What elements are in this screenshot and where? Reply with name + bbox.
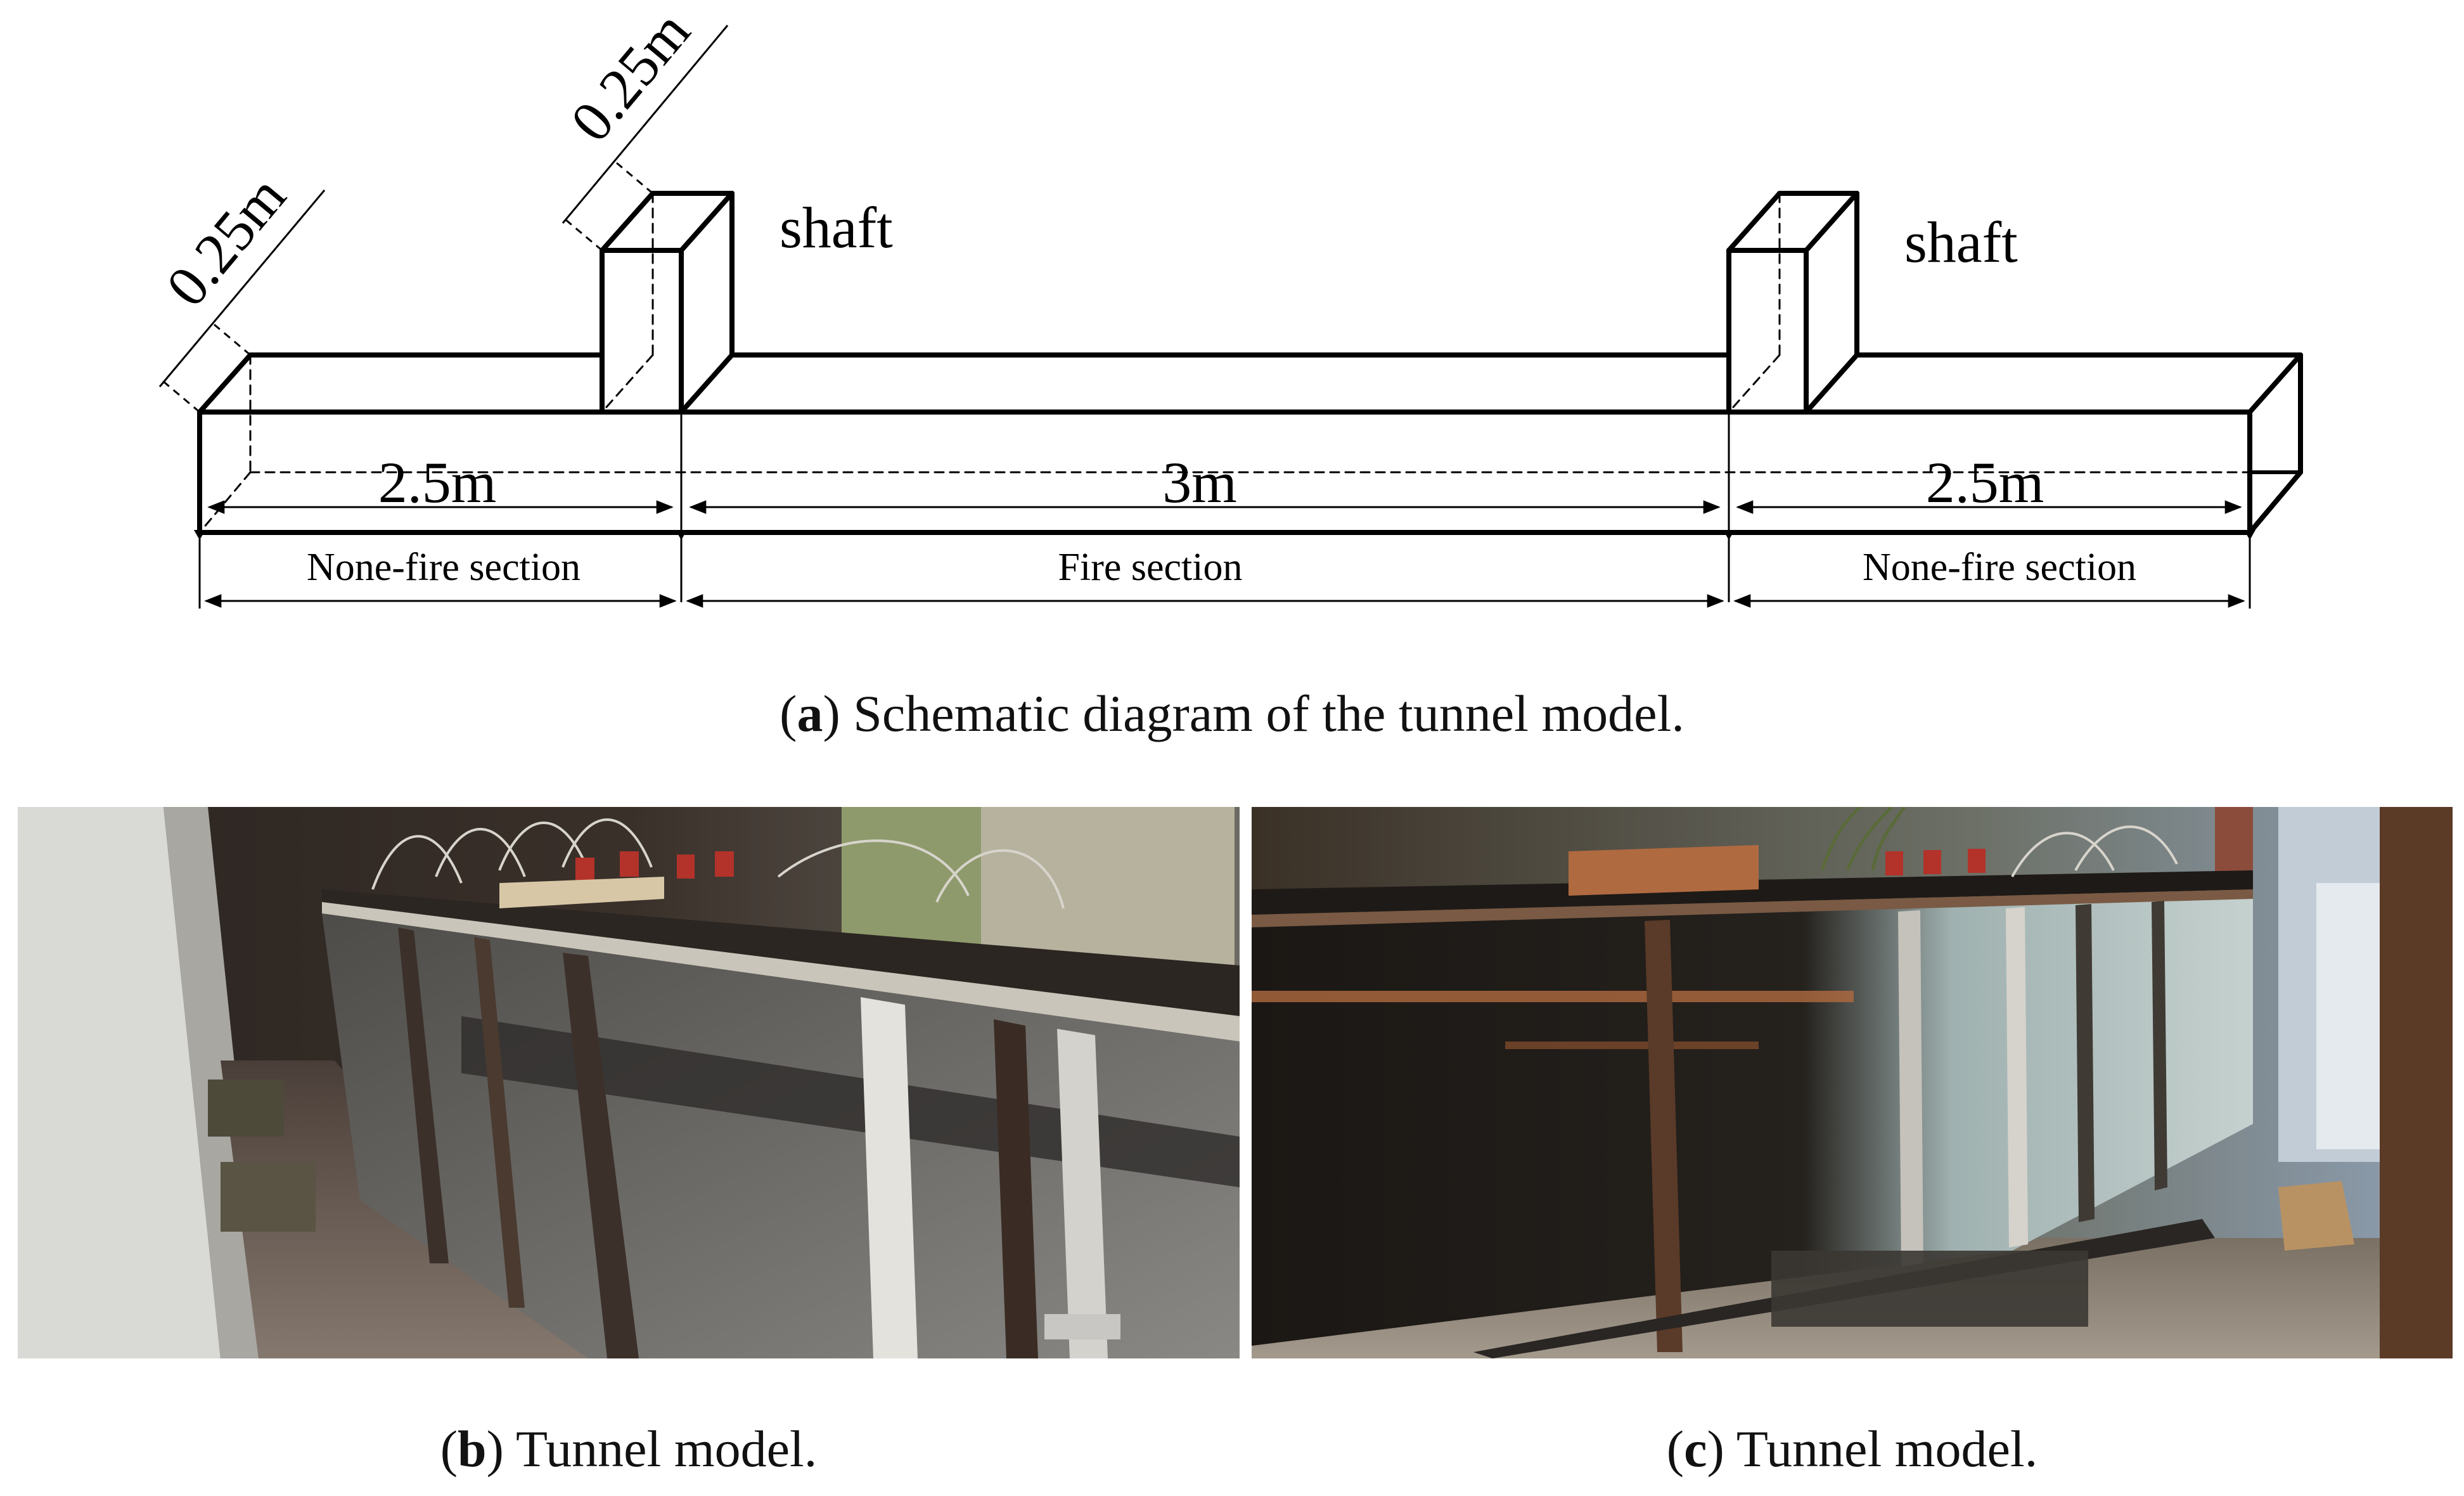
fire-section-label: Fire section xyxy=(1058,546,1243,589)
tunnel-body xyxy=(197,352,2303,535)
left-length-label: 2.5m xyxy=(378,450,497,515)
left-section-label: None-fire section xyxy=(307,546,581,589)
tunnel-width-dimension xyxy=(158,190,326,413)
length-dimension-lines xyxy=(207,412,2242,602)
left-shaft xyxy=(600,191,735,415)
caption-a: (a) Schematic diagram of the tunnel mode… xyxy=(780,685,1684,742)
section-dimension-lines xyxy=(194,530,2255,609)
shaft-width-label: 0.25m xyxy=(558,0,702,153)
caption-c: (c) Tunnel model. xyxy=(1666,1420,2038,1478)
caption-c-letter: c xyxy=(1684,1420,1707,1478)
tunnel-model-photo-b xyxy=(18,807,1240,1358)
caption-a-letter: a xyxy=(797,685,823,742)
shaft-label-left: shaft xyxy=(780,195,893,260)
tunnel-width-label: 0.25m xyxy=(153,164,298,318)
caption-b-text: Tunnel model. xyxy=(503,1420,818,1478)
caption-b-letter: b xyxy=(458,1420,487,1478)
right-section-label: None-fire section xyxy=(1863,546,2136,589)
tunnel-schematic-diagram: 0.25m 0.25m shaft shaft 2.5m 3m 2.5m Non… xyxy=(153,0,2303,609)
caption-b: (b) Tunnel model. xyxy=(440,1420,818,1478)
shaft-label-right: shaft xyxy=(1904,210,2018,274)
shaft-width-dimension xyxy=(561,25,729,252)
tunnel-model-photo-c xyxy=(1252,807,2453,1358)
caption-c-text: Tunnel model. xyxy=(1724,1420,2038,1478)
caption-a-text: Schematic diagram of the tunnel model. xyxy=(840,685,1684,742)
right-shaft xyxy=(1726,191,1859,415)
middle-length-label: 3m xyxy=(1162,450,1237,515)
right-length-label: 2.5m xyxy=(1926,450,2044,515)
